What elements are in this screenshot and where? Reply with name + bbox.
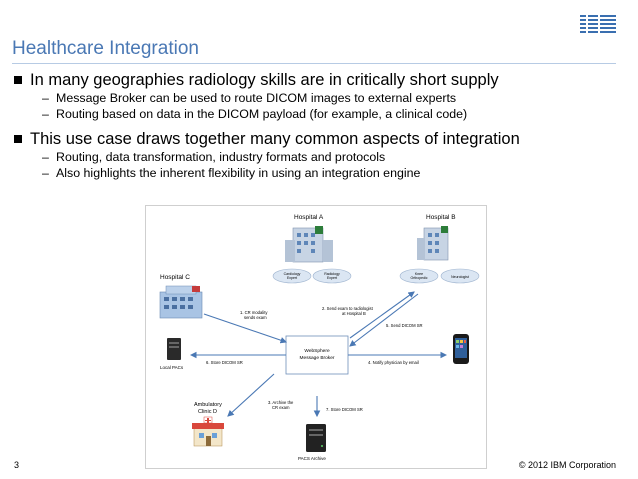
radiology-label-1: Radiology <box>324 272 340 276</box>
ibm-logo <box>580 14 616 34</box>
bullet-2-text: This use case draws together many common… <box>30 130 520 148</box>
sub-bullet-text: Also highlights the inherent flexibility… <box>56 166 421 180</box>
bullet-group-2: This use case draws together many common… <box>12 129 624 181</box>
hospital-c-building-icon <box>159 285 203 319</box>
sub-bullet-2-2: –Also highlights the inherent flexibilit… <box>42 166 421 180</box>
integration-diagram: Hospital A Cardiology Expert Radiology E… <box>145 205 487 469</box>
ambulatory-label-1: Ambulatory <box>194 402 222 408</box>
step-3-label-2: CR exam <box>272 405 290 410</box>
cardiology-label-2: Expert <box>287 276 297 280</box>
step-1-label-2: sends exam <box>244 315 267 320</box>
broker-label-1: WebSphere <box>304 348 330 354</box>
diagram-canvas: Hospital A Cardiology Expert Radiology E… <box>159 214 480 461</box>
arrow-step-3 <box>227 373 275 417</box>
knee-label-2: Orthopedic <box>410 276 427 280</box>
arrow-step-5 <box>349 293 419 347</box>
radiology-label-2: Expert <box>327 276 337 280</box>
step-3-label-1: 3. Archive the <box>268 400 294 405</box>
local-pacs-label: Local PACs <box>160 365 184 370</box>
title-divider <box>12 63 616 64</box>
cardiology-label-1: Cardiology <box>284 272 301 276</box>
sub-bullet-text: Routing based on data in the DICOM paylo… <box>56 107 468 121</box>
sub-bullet-1-2: –Routing based on data in the DICOM payl… <box>42 107 468 121</box>
ambulatory-clinic-icon <box>192 416 224 447</box>
sub-bullet-text: Message Broker can be used to route DICO… <box>56 91 457 105</box>
copyright: © 2012 IBM Corporation <box>518 460 616 470</box>
sub-bullet-1-1: –Message Broker can be used to route DIC… <box>42 91 457 105</box>
bullet-1-text: In many geographies radiology skills are… <box>30 71 499 89</box>
smartphone-icon <box>453 334 469 364</box>
sub-bullet-text: Routing, data transformation, industry f… <box>56 150 386 164</box>
step-5-label: 5. Send DICOM SR <box>386 323 423 328</box>
pacs-archive-server-icon <box>306 424 326 452</box>
bullet-1: In many geographies radiology skills are… <box>12 70 624 90</box>
bullet-group-1: In many geographies radiology skills are… <box>12 70 624 122</box>
bullet-square-icon <box>14 135 22 143</box>
step-7-label: 7. Store DICOM SR <box>326 407 363 412</box>
bullet-2: This use case draws together many common… <box>12 129 624 149</box>
neurologist-label: Neurologist <box>451 275 469 279</box>
slide-title: Healthcare Integration <box>12 38 199 59</box>
radiology-expert-node <box>312 268 352 284</box>
arrow-step-2 <box>349 291 415 339</box>
ambulatory-label-2: Clinic D <box>198 409 217 415</box>
local-pacs-server-icon <box>167 338 181 360</box>
sub-bullet-2-1: –Routing, data transformation, industry … <box>42 150 386 164</box>
step-1-label-1: 1. CR modality <box>240 310 268 315</box>
pacs-archive-label: PACS Archive <box>298 456 326 461</box>
hospital-a-building-icon <box>285 226 333 263</box>
step-4-label: 4. Notify physician by email <box>368 360 419 365</box>
bullet-square-icon <box>14 76 22 84</box>
step-6-label: 6. Store DICOM SR <box>206 360 243 365</box>
step-2-label-2: at Hospital B <box>342 311 366 316</box>
broker-label-2: Message Broker <box>300 355 335 361</box>
step-2-label-1: 2. Send exam to radiologist <box>322 306 374 311</box>
cardiology-expert-node <box>272 268 312 284</box>
hospital-b-building-icon <box>417 226 449 261</box>
knee-orthopedic-node <box>399 268 439 284</box>
hospital-a-label: Hospital A <box>294 214 324 221</box>
neurologist-node <box>440 268 480 284</box>
hospital-b-label: Hospital B <box>426 214 456 221</box>
knee-label-1: Knee <box>415 272 423 276</box>
hospital-c-label: Hospital C <box>160 274 190 281</box>
arrow-step-1 <box>203 313 288 344</box>
message-broker-node <box>285 335 349 375</box>
page-number: 3 <box>14 460 20 470</box>
bullet-list: In many geographies radiology skills are… <box>12 70 624 188</box>
